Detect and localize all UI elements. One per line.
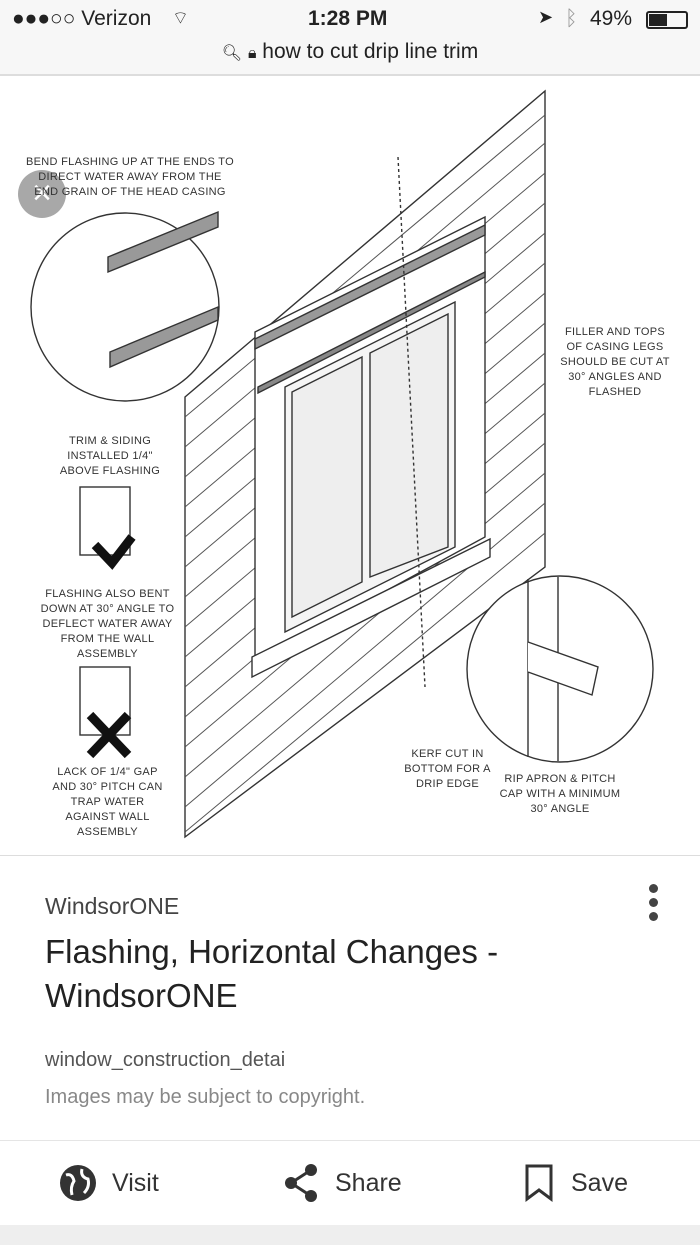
share-icon <box>285 1164 317 1202</box>
more-options-icon[interactable] <box>640 884 666 928</box>
label-flashing-bent: FLASHING ALSO BENT DOWN AT 30° ANGLE TO … <box>40 588 175 660</box>
share-label: Share <box>335 1168 402 1197</box>
status-bar: ●●●○○ Verizon ⌔ 1:28 PM ➤ ᛒ 49% <box>0 0 700 40</box>
bottom-strip <box>0 1225 700 1245</box>
carrier: ●●●○○ Verizon <box>12 7 152 30</box>
copyright-notice: Images may be subject to copyright. <box>45 1086 366 1108</box>
visit-label: Visit <box>112 1168 159 1197</box>
battery-icon <box>646 11 688 29</box>
search-query: how to cut drip line trim <box>262 40 479 63</box>
bluetooth-icon: ᛒ <box>565 7 578 30</box>
label-bend-flashing: BEND FLASHING UP AT THE ENDS TO DIRECT W… <box>26 156 234 198</box>
source-name: WindsorONE <box>45 893 180 919</box>
globe-icon <box>60 1165 96 1201</box>
window-flashing-diagram <box>30 89 654 839</box>
label-rip-apron: RIP APRON & PITCH CAP WITH A MINIMUM 30°… <box>499 773 621 815</box>
result-title[interactable]: Flashing, Horizontal Changes - WindsorON… <box>45 933 499 1014</box>
save-label: Save <box>571 1168 628 1197</box>
label-lack-gap: LACK OF 1/4" GAP AND 30° PITCH CAN TRAP … <box>52 766 163 838</box>
label-trim-siding: TRIM & SIDING INSTALLED 1/4" ABOVE FLASH… <box>59 435 161 477</box>
wifi-icon: ⌔ <box>172 8 189 28</box>
battery-percent: 49% <box>590 7 633 30</box>
location-icon: ➤ <box>538 7 554 27</box>
image-viewer: × BEND FLASHING UP AT THE ENDS TO DIRECT… <box>0 77 700 852</box>
label-kerf: KERF CUT IN BOTTOM FOR A DRIP EDGE <box>404 748 491 790</box>
label-filler: FILLER AND TOPS OF CASING LEGS SHOULD BE… <box>560 326 670 398</box>
action-bar: Visit Share Save <box>0 1140 700 1225</box>
search-icon: 🔍︎ <box>221 45 243 62</box>
share-button[interactable]: Share <box>283 1163 402 1203</box>
lock-icon: 🔒︎ <box>247 45 257 62</box>
save-button[interactable]: Save <box>523 1163 628 1203</box>
url-bar[interactable]: 🔍︎ 🔒︎ how to cut drip line trim <box>0 40 700 76</box>
close-button[interactable]: × <box>18 170 66 218</box>
visit-button[interactable]: Visit <box>58 1163 159 1203</box>
image-info-card: WindsorONE Flashing, Horizontal Changes … <box>0 855 700 1140</box>
bookmark-icon <box>525 1164 553 1202</box>
clock: 1:28 PM <box>308 7 388 30</box>
result-url[interactable]: window_construction_detai <box>45 1049 286 1071</box>
